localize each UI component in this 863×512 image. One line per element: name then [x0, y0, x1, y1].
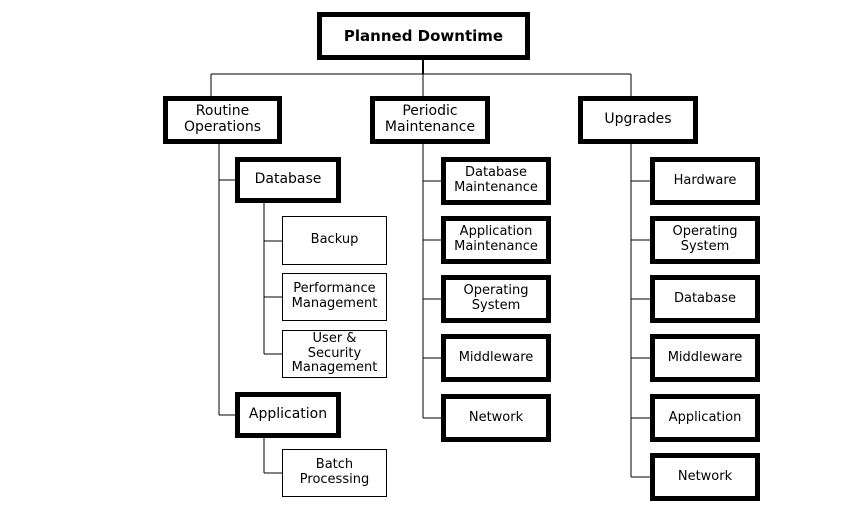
node-up-database[interactable]: Database [650, 275, 760, 323]
node-label-up-hardware: Hardware [673, 172, 737, 188]
node-periodic-maintenance[interactable]: Periodic Maintenance [370, 96, 490, 144]
node-label-ro-application: Application [248, 406, 328, 423]
node-up-operating-system[interactable]: Operating System [650, 216, 760, 264]
node-upgrades[interactable]: Upgrades [578, 96, 698, 144]
node-pm-database-maintenance[interactable]: Database Maintenance [441, 157, 551, 205]
node-label-ro-app-batch-processing: Batch Processing [299, 457, 370, 487]
node-ro-app-batch-processing[interactable]: Batch Processing [282, 449, 387, 497]
node-ro-database[interactable]: Database [235, 157, 341, 203]
node-root[interactable]: Planned Downtime [317, 12, 530, 60]
node-label-routine-operations: Routine Operations [184, 103, 261, 135]
node-ro-application[interactable]: Application [235, 392, 341, 438]
node-label-up-middleware: Middleware [667, 349, 743, 365]
node-up-network[interactable]: Network [650, 453, 760, 501]
node-up-hardware[interactable]: Hardware [650, 157, 760, 205]
node-ro-db-backup[interactable]: Backup [282, 216, 387, 265]
node-pm-middleware[interactable]: Middleware [441, 334, 551, 382]
node-routine-operations[interactable]: Routine Operations [163, 96, 282, 144]
node-label-upgrades: Upgrades [604, 111, 672, 128]
node-label-ro-db-backup: Backup [310, 232, 359, 248]
node-label-pm-application-maintenance: Application Maintenance [454, 224, 538, 254]
node-label-ro-db-user-security-management: User & Security Management [291, 331, 378, 376]
node-up-application[interactable]: Application [650, 394, 760, 442]
node-label-pm-middleware: Middleware [458, 349, 534, 365]
node-label-pm-network: Network [468, 409, 524, 425]
node-pm-network[interactable]: Network [441, 394, 551, 442]
node-label-up-network: Network [677, 468, 733, 484]
node-pm-application-maintenance[interactable]: Application Maintenance [441, 216, 551, 264]
node-ro-db-user-security-management[interactable]: User & Security Management [282, 330, 387, 378]
node-label-root: Planned Downtime [343, 26, 504, 45]
node-label-ro-db-performance-management: Performance Management [291, 281, 378, 311]
node-up-middleware[interactable]: Middleware [650, 334, 760, 382]
node-label-up-database: Database [673, 290, 737, 306]
node-label-periodic-maintenance: Periodic Maintenance [384, 103, 476, 135]
node-pm-operating-system[interactable]: Operating System [441, 275, 551, 323]
node-label-up-application: Application [668, 409, 742, 425]
node-ro-db-performance-management[interactable]: Performance Management [282, 273, 387, 321]
node-label-ro-database: Database [254, 171, 322, 188]
node-label-up-operating-system: Operating System [672, 224, 738, 254]
node-label-pm-operating-system: Operating System [463, 283, 529, 313]
node-label-pm-database-maintenance: Database Maintenance [454, 165, 538, 195]
